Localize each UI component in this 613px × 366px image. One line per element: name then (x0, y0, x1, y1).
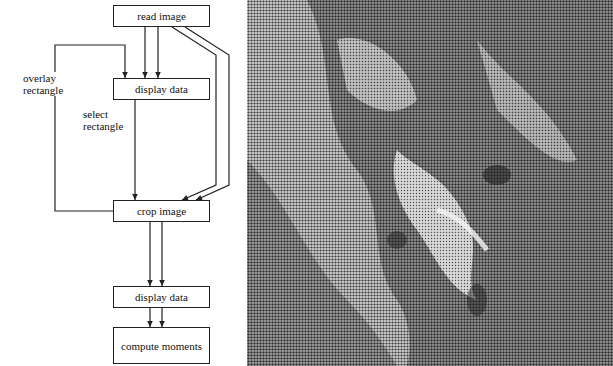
edge-label: overlay rectangle (22, 72, 74, 96)
box-text: crop image (137, 205, 186, 217)
flow-arrow (147, 222, 153, 286)
flow-arrow (159, 308, 165, 327)
box-text: display data (135, 291, 188, 303)
box-text: compute moments (121, 340, 202, 352)
flow-arrow (147, 308, 153, 327)
flow-arrow (142, 27, 148, 78)
box-text: display data (135, 83, 188, 95)
process-box: read image (113, 5, 210, 27)
process-box: display data (113, 286, 210, 308)
process-box: display data (113, 78, 210, 100)
flow-arrow (159, 222, 165, 286)
flow-arrow (172, 27, 216, 200)
flow-arrow (185, 27, 229, 200)
flow-arrow (155, 27, 161, 78)
edge-label: select rectangle (82, 108, 134, 132)
process-box: compute moments (113, 327, 210, 364)
box-text: read image (137, 10, 186, 22)
halftone-image (247, 0, 613, 366)
process-box: crop image (113, 200, 210, 222)
